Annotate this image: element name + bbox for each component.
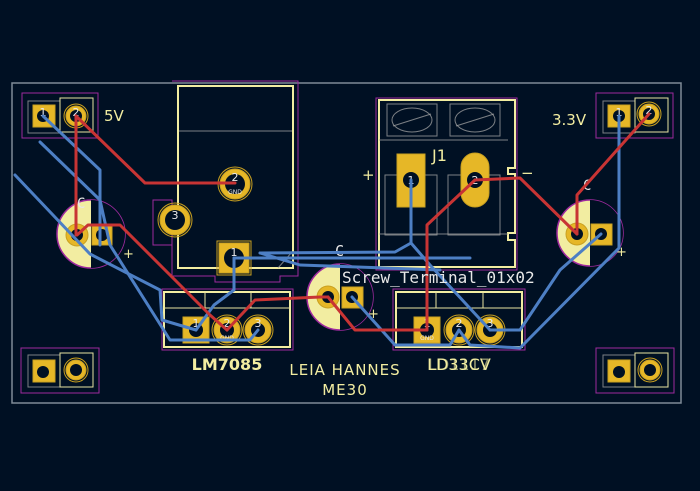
trace-back xyxy=(457,114,621,350)
silk-outline xyxy=(378,99,516,268)
trace-back xyxy=(258,178,413,255)
screw-slot xyxy=(455,113,495,127)
cap-reference: C xyxy=(77,196,85,212)
cap-plus-sign: + xyxy=(616,245,627,260)
trace-front xyxy=(575,112,651,236)
label-3v3: 3.3V xyxy=(552,111,587,129)
pad-number: 1 xyxy=(193,317,200,330)
drill xyxy=(644,364,656,376)
ring xyxy=(637,357,663,383)
j1-plus-sign: + xyxy=(362,166,375,184)
ring xyxy=(63,357,89,383)
ring xyxy=(443,314,475,346)
pad-net: GND xyxy=(420,335,434,342)
screw-left-box xyxy=(386,103,438,137)
ring xyxy=(211,314,243,346)
pad-number: 2 xyxy=(73,106,80,119)
pad-number: 3 xyxy=(255,317,262,330)
header-bottom-left[interactable] xyxy=(20,347,100,394)
drill xyxy=(165,210,185,230)
trace-back xyxy=(194,256,236,332)
trace-back xyxy=(488,232,603,332)
trace-front xyxy=(473,176,579,236)
pad-number: 2 xyxy=(224,317,231,330)
author-label: LEIA HANNES xyxy=(289,361,400,379)
trace-front xyxy=(425,178,477,332)
cap-plus-sign: + xyxy=(123,247,134,262)
trace-back xyxy=(41,114,102,247)
ring xyxy=(636,101,662,127)
header-3v3-silk xyxy=(634,97,669,133)
pad-net: GND xyxy=(228,189,242,196)
screw-right-box xyxy=(449,103,501,137)
label-ld33cv: LD33CV xyxy=(427,355,491,374)
pad-number: 3 xyxy=(172,209,179,222)
header-5v-courtyard xyxy=(21,92,99,139)
trace-front xyxy=(75,223,229,332)
trace-front xyxy=(326,295,429,332)
trace-back xyxy=(38,140,260,342)
courtyard xyxy=(392,288,526,351)
courtyard xyxy=(20,347,100,394)
drill xyxy=(613,366,625,378)
front-copper-traces xyxy=(74,112,651,332)
trace-back xyxy=(350,295,461,347)
pad-number: 2 xyxy=(232,171,239,184)
trace-front xyxy=(74,114,237,185)
j1-reference: J1 xyxy=(431,146,447,165)
drill xyxy=(70,364,82,376)
trace-front xyxy=(225,295,330,332)
screw-right-icon xyxy=(454,107,496,133)
header-bottom-right[interactable] xyxy=(595,347,675,394)
trace-back xyxy=(409,241,492,332)
silk xyxy=(59,352,94,388)
courtyard xyxy=(595,347,675,394)
trace-back xyxy=(13,173,198,332)
pad-number: 1 xyxy=(231,246,238,259)
screw-terminal-j1[interactable]: 1 2 xyxy=(375,97,518,271)
screw-slot xyxy=(392,113,432,127)
cap-plus-sign: + xyxy=(368,307,379,322)
pad-number: 2 xyxy=(456,317,463,330)
label-ld1117: LD1117 xyxy=(428,355,490,374)
back-copper-traces xyxy=(13,114,621,350)
pad-number: 1 xyxy=(40,106,47,119)
capacitor-right[interactable]: + C xyxy=(556,178,627,267)
courtyard xyxy=(152,80,299,283)
board-outline xyxy=(11,82,682,404)
header-3v3[interactable]: 1 2 xyxy=(595,92,674,139)
silk xyxy=(634,352,669,388)
cap-reference: C xyxy=(583,178,591,194)
label-lm7085: LM7085 xyxy=(192,355,263,374)
label-5v: 5V xyxy=(104,107,125,125)
j1-value-label: Screw_Terminal_01x02 xyxy=(342,268,535,287)
trace-back xyxy=(258,251,442,272)
ring xyxy=(242,314,274,346)
drill xyxy=(37,366,49,378)
pad-number: 1 xyxy=(616,106,623,119)
ring xyxy=(157,202,193,238)
pad-number: 2 xyxy=(646,104,653,117)
silk-outline xyxy=(395,291,523,348)
screw-left-icon xyxy=(391,107,433,133)
course-label: ME30 xyxy=(322,381,368,399)
pad-number: 3 xyxy=(487,317,494,330)
header-3v3-courtyard xyxy=(595,92,674,139)
courtyard xyxy=(375,97,518,271)
j1-minus-sign: − xyxy=(521,164,534,182)
